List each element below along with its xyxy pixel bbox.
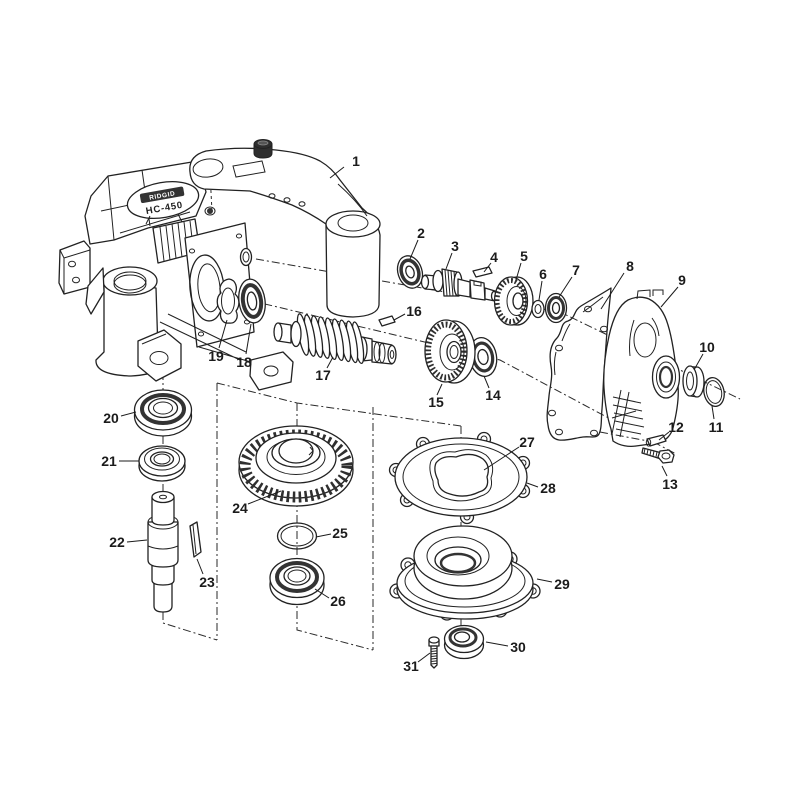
leader-line-19: [218, 319, 228, 349]
callout-25: 25: [332, 525, 348, 541]
leader-line-29: [536, 578, 553, 583]
callout-14: 14: [485, 387, 501, 403]
leader-line-4: [483, 262, 492, 273]
main-housing: RIDGID HC-450: [58, 160, 294, 391]
leader-line-13: [661, 465, 668, 477]
end-cover-part-9: [603, 289, 681, 447]
leader-line-9: [660, 286, 679, 308]
seal-part-21: [138, 445, 186, 482]
gasket-opening-part-27: [434, 453, 489, 497]
o-ring-part-11: [703, 377, 725, 407]
leader-line-31: [417, 652, 431, 663]
bearing-part-20: [133, 389, 193, 437]
worm-gear-part-24: [238, 425, 354, 507]
leader-line-6: [538, 280, 543, 301]
callout-26: 26: [330, 593, 346, 609]
leader-line-1: [329, 166, 345, 179]
callout-24: 24: [232, 500, 248, 516]
brand-text: RIDGID: [149, 190, 176, 201]
leader-line-18: [245, 323, 252, 355]
leader-line-20: [120, 411, 137, 417]
callout-2: 2: [417, 225, 425, 241]
oil-fill-plug: [253, 139, 273, 159]
leader-line-15: [436, 383, 443, 396]
handle-arm-part-1: [189, 147, 381, 318]
leader-line-26: [314, 588, 330, 599]
leader-line-7: [558, 276, 573, 298]
gasket-part-28: [388, 431, 531, 525]
callout-1: 1: [352, 153, 360, 169]
callout-6: 6: [539, 266, 547, 282]
callout-13: 13: [662, 476, 678, 492]
key-part-16: [378, 315, 396, 327]
ring-part-25: [276, 522, 318, 550]
leader-line-12: [658, 431, 670, 441]
seal-part-19: [216, 278, 240, 324]
callout-7: 7: [572, 262, 580, 278]
callout-23: 23: [199, 574, 215, 590]
callout-16: 16: [406, 303, 422, 319]
seal-part-30: [443, 624, 485, 660]
key-part-23: [189, 521, 202, 558]
bearing-part-18: [238, 278, 266, 324]
callout-15: 15: [428, 394, 444, 410]
leader-line-3: [445, 252, 453, 270]
brand-logo-plate: [139, 186, 185, 204]
callout-31: 31: [403, 658, 419, 674]
leader-line-24: [247, 490, 282, 505]
callout-17: 17: [315, 367, 331, 383]
callout-5: 5: [520, 248, 528, 264]
leader-line-5: [515, 262, 522, 281]
worm-shaft-part-17: [273, 313, 397, 365]
bearing-part-2: [396, 255, 424, 289]
leader-line-10: [693, 353, 704, 371]
callout-4: 4: [490, 249, 498, 265]
callout-19: 19: [208, 348, 224, 364]
key-part-4: [472, 266, 493, 278]
callout-21: 21: [101, 453, 117, 469]
leader-line-14: [483, 375, 490, 389]
brand-label: RIDGID HC-450: [126, 181, 200, 219]
leader-line-30: [485, 641, 509, 647]
callout-8: 8: [626, 258, 634, 274]
callout-29: 29: [554, 576, 570, 592]
callout-30: 30: [510, 639, 526, 655]
leader-line-8: [600, 272, 625, 310]
leader-line-17: [326, 356, 334, 369]
callout-18: 18: [236, 354, 252, 370]
callout-11: 11: [709, 419, 724, 435]
washer-part-6: [531, 299, 545, 319]
callout-10: 10: [699, 339, 715, 355]
callout-27: 27: [519, 434, 535, 450]
screw-part-13: [641, 447, 675, 464]
leader-line-11: [711, 405, 715, 420]
cover-part-29: [389, 525, 541, 621]
leader-line-22: [126, 539, 148, 543]
spacer-part-10: [682, 365, 705, 398]
leader-line-25: [315, 533, 332, 538]
bolt-dot: [207, 208, 213, 214]
callout-20: 20: [103, 410, 119, 426]
gear-part-5: [493, 276, 534, 326]
leader-line-27: [483, 446, 520, 471]
bearing-part-7: [544, 292, 568, 324]
leader-line-28: [526, 482, 539, 488]
bearing-part-26: [269, 557, 325, 606]
callout-3: 3: [451, 238, 459, 254]
callout-28: 28: [540, 480, 556, 496]
screw-part-31: [428, 636, 440, 669]
output-shaft-part-22: [147, 490, 179, 613]
callout-12: 12: [668, 419, 684, 435]
callout-22: 22: [109, 534, 125, 550]
gear-part-15: [424, 319, 476, 384]
callout-9: 9: [678, 272, 686, 288]
leader-line-23: [196, 558, 204, 575]
leader-line-16: [393, 313, 406, 321]
leader-line-2: [409, 239, 419, 260]
